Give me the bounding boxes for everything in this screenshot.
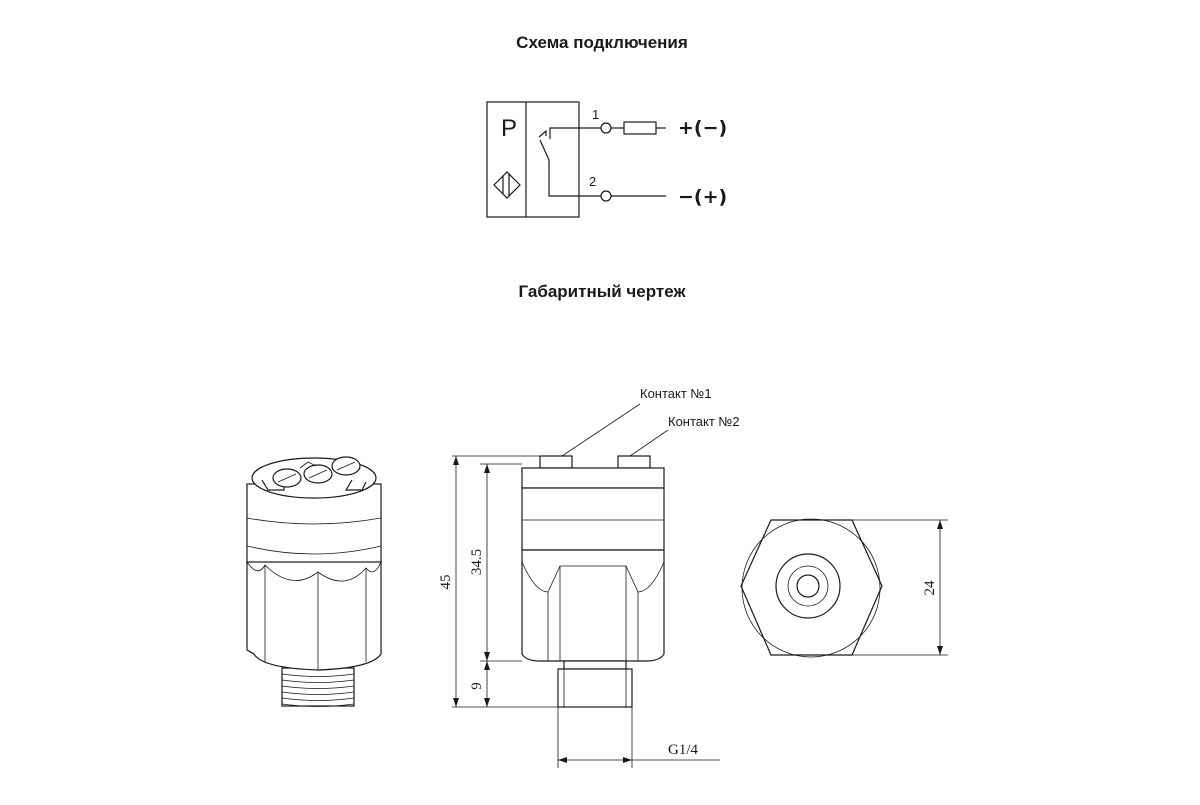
dim-body-height: 34.5 [469,549,485,575]
dim-hex-width: 24 [922,580,938,596]
contact-pin-2 [617,455,651,469]
dim-thread-length: 9 [469,682,485,690]
side-cylinder [521,487,665,551]
side-hex [521,549,665,662]
terminal-screws [272,456,361,488]
side-cap [521,467,665,489]
hex-chamfer-circle [741,518,881,658]
port-middle [787,565,829,607]
contact-1-label: Контакт №1 [640,386,712,401]
bottom-view [740,518,948,658]
terminal-2-number: 2 [589,174,596,189]
dim-thread-size: G1/4 [668,742,699,758]
side-neck [563,660,627,670]
terminal-1 [600,122,612,134]
switch-housing [486,101,580,218]
switch-contact [538,127,605,197]
pressure-symbol: P [501,115,517,142]
wiring-title: Схема подключения [516,33,688,52]
port-outer [775,553,841,619]
contact-1-leader [561,403,641,457]
contact-2-leader [629,429,669,457]
wiring-diagram: P 1 2 +(−) −(+) [486,101,727,218]
dimension-lines [452,455,720,768]
port-inner [796,574,820,598]
cylinder-body [246,483,382,563]
terminal-1-number: 1 [592,107,599,122]
load-resistor [623,121,657,135]
wire-2-polarity: −(+) [678,186,727,208]
hex-body [246,559,382,671]
side-view [521,455,665,708]
wire-1-polarity: +(−) [678,117,727,139]
side-thread [557,668,633,708]
contact-pin-1 [539,455,573,469]
contact-2-label: Контакт №2 [668,414,740,429]
sensor-diamond-icon [493,171,521,199]
thread-lines [281,673,355,707]
isometric-view [246,456,382,707]
terminal-2 [600,190,612,202]
drawing-title: Габаритный чертеж [518,282,686,301]
dim-total-height: 45 [438,575,454,590]
